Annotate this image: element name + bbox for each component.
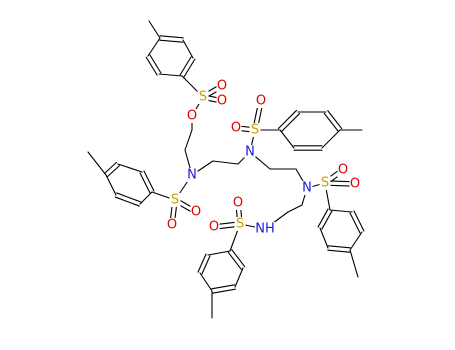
oxygen-atom-label: O — [191, 205, 201, 220]
oxygen-atom-label: O — [231, 121, 241, 136]
bond-20 — [158, 73, 183, 77]
sulfur-atom-label: S — [251, 123, 259, 138]
bond-18 — [147, 37, 161, 57]
oxygen-atom-label: O — [256, 94, 266, 109]
sulfur-atom-label: S — [321, 176, 329, 191]
sulfur-atom-label: S — [171, 193, 179, 208]
atom-label-background — [255, 94, 267, 108]
atom-label-background — [208, 220, 220, 234]
oxygen-atom-label: O — [350, 177, 360, 192]
atom-label-background — [186, 109, 198, 123]
bond-49 — [319, 227, 329, 249]
double-bond-63-0 — [197, 253, 207, 273]
double-bond-26-1 — [281, 113, 301, 133]
double-bond-52-1 — [353, 210, 365, 232]
oxygen-atom-label: O — [217, 94, 227, 109]
atom-label-background — [249, 123, 261, 137]
double-bond-61-1 — [211, 284, 236, 290]
bond-62 — [199, 272, 213, 292]
atom-label-background — [301, 181, 313, 195]
bond-1 — [212, 160, 239, 165]
double-bond-52-0 — [349, 212, 361, 234]
bond-10 — [184, 129, 193, 151]
double-bond-41-1 — [114, 196, 140, 207]
bond-44 — [87, 151, 107, 176]
atom-label-background — [255, 222, 275, 236]
nitrogen-atom-label: N — [302, 181, 312, 196]
bond-64 — [207, 250, 231, 256]
bond-7 — [287, 204, 303, 213]
double-bond-19-1 — [145, 56, 158, 76]
sulfur-atom-label: S — [199, 90, 207, 105]
double-bond-15-1 — [183, 58, 196, 78]
bond-31 — [279, 129, 295, 149]
atom-label-background — [337, 163, 349, 177]
oxygen-atom-label: O — [217, 79, 227, 94]
double-bond-19-0 — [149, 54, 162, 74]
atom-label-background — [166, 218, 178, 232]
double-bond-28-1 — [323, 112, 339, 132]
double-bond-39-0 — [106, 165, 121, 178]
double-bond-26-0 — [277, 109, 297, 129]
double-bond-61-0 — [211, 288, 236, 294]
double-bond-15-0 — [179, 56, 192, 76]
sulfur-atom-label: S — [236, 217, 244, 232]
nitrogen-atom-label: N — [187, 168, 197, 183]
bond-29 — [321, 129, 341, 149]
bond-60 — [234, 267, 244, 288]
double-bond-48-1 — [317, 208, 329, 228]
double-bond-37-1 — [143, 170, 155, 192]
atom-label-background — [216, 94, 228, 108]
oxygen-atom-label: O — [209, 220, 219, 235]
atom-label-background — [230, 121, 242, 135]
atom-label-background — [216, 79, 228, 93]
bond-51 — [349, 231, 363, 251]
nitrogen-atom-label: N — [245, 145, 255, 160]
atom-label-background — [232, 196, 244, 210]
oxygen-atom-label: O — [233, 196, 243, 211]
atom-label-background — [234, 217, 246, 231]
atom-label-background — [349, 177, 361, 191]
bond-22 — [148, 20, 161, 39]
bond-38 — [117, 163, 143, 173]
double-bond-48-0 — [321, 210, 333, 230]
atom-label-background — [186, 168, 198, 182]
double-bond-37-0 — [139, 172, 151, 194]
bond-55 — [349, 249, 359, 278]
atom-label-background — [244, 145, 256, 159]
bond-40 — [105, 174, 117, 196]
oxygen-atom-label: O — [338, 163, 348, 178]
double-bond-63-1 — [201, 255, 211, 275]
oxygen-atom-label: O — [167, 218, 177, 233]
atom-label-background — [190, 205, 202, 219]
double-bond-17-0 — [159, 39, 184, 43]
double-bond-59-1 — [227, 251, 242, 270]
oxygen-atom-label: O — [187, 109, 197, 124]
bond-42 — [139, 191, 153, 205]
double-bond-50-1 — [327, 249, 351, 253]
atom-label-background — [197, 90, 209, 104]
atom-label-background — [319, 176, 331, 190]
double-bond-50-0 — [327, 245, 351, 249]
double-bond-39-1 — [103, 161, 118, 174]
double-bond-17-1 — [159, 35, 184, 39]
amine-atom-label: NH — [255, 222, 275, 237]
bond-layer — [87, 20, 365, 319]
double-bond-59-0 — [231, 249, 246, 268]
atom-label-background — [169, 193, 181, 207]
double-bond-41-0 — [116, 192, 142, 203]
bond-16 — [182, 39, 194, 59]
bond-53 — [329, 209, 353, 213]
double-bond-28-0 — [327, 110, 343, 130]
